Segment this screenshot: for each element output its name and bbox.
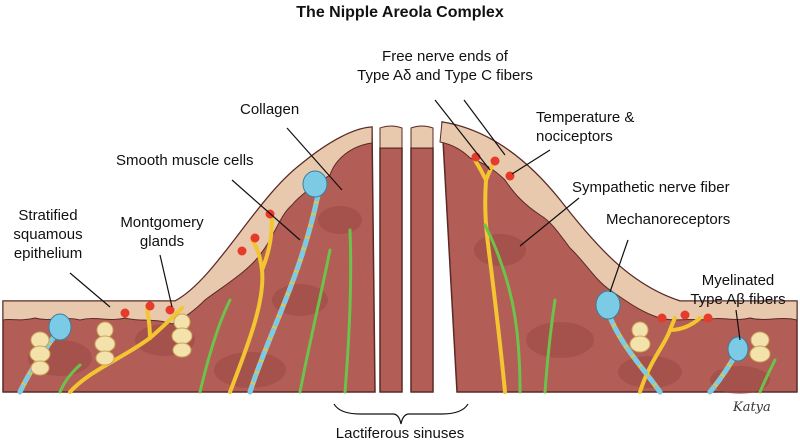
diagram-title: The Nipple Areola Complex xyxy=(296,4,504,21)
myelinated-fibers xyxy=(17,192,739,395)
label-stratified-epithelium: Stratified squamous epithelium xyxy=(13,207,83,262)
left-epidermis xyxy=(2,126,373,325)
duct-column-left xyxy=(379,147,403,393)
duct-cap-left xyxy=(379,125,403,149)
label-smooth-muscle-cells: Smooth muscle cells xyxy=(116,152,254,169)
label-myelinated-fibers: Myelinated Type Aβ fibers xyxy=(690,272,786,308)
leader-lines xyxy=(69,99,741,425)
duct-cap-right xyxy=(410,125,434,149)
label-mechanoreceptors: Mechanoreceptors xyxy=(606,211,731,228)
duct-column-right xyxy=(410,147,434,393)
mechanoreceptor-bulbs xyxy=(48,170,749,362)
montgomery-glands xyxy=(29,313,771,376)
label-sympathetic-nerve-fiber: Sympathetic nerve fiber xyxy=(572,179,730,196)
label-montgomery-glands: Montgomery glands xyxy=(120,214,204,250)
label-lactiferous-sinuses: Lactiferous sinuses xyxy=(335,425,465,442)
artist-signature: Katya xyxy=(733,400,771,415)
label-collagen: Collagen xyxy=(240,101,300,118)
yellow-nerve-fibers xyxy=(68,158,702,394)
green-nerve-fibers xyxy=(58,223,777,394)
label-temperature-nociceptors: Temperature & nociceptors xyxy=(536,109,635,145)
red-receptor-dots xyxy=(120,152,713,323)
label-free-nerve-ends: Free nerve ends of Type Aδ and Type C fi… xyxy=(357,48,533,84)
